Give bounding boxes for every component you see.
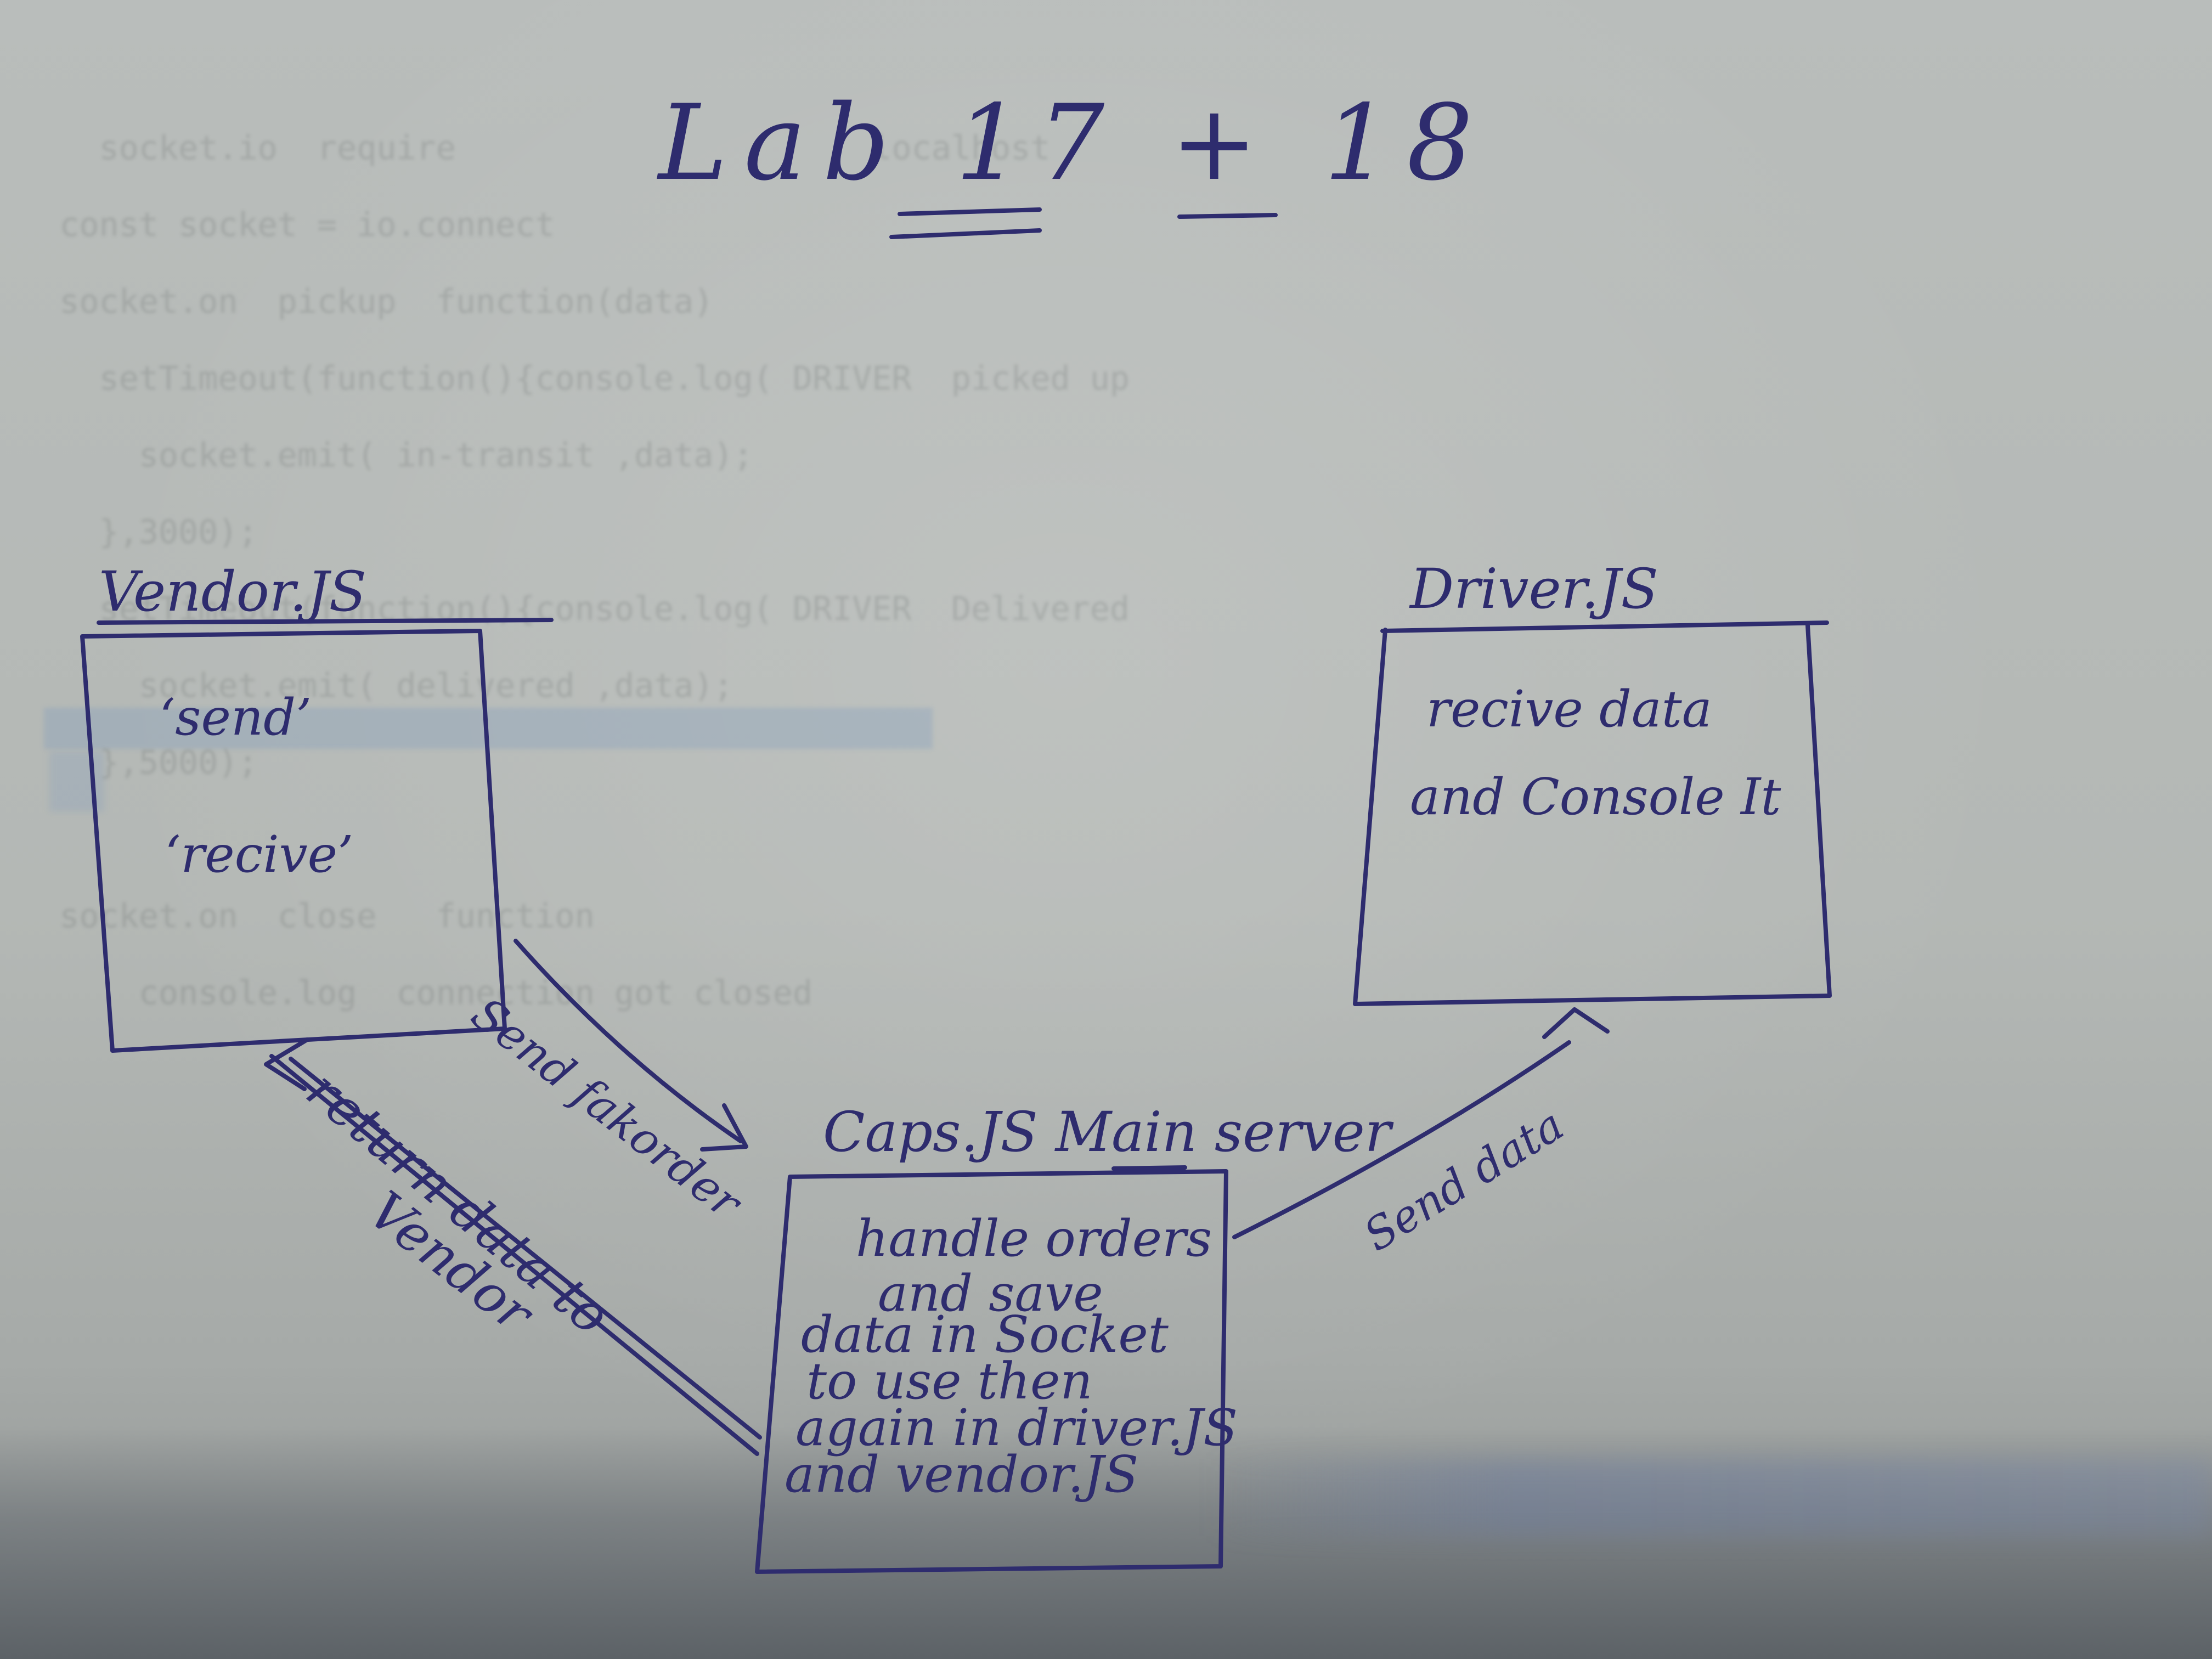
arrow-caps-to-driver <box>1232 1040 1571 1239</box>
diagram-title: Lab 17 + 18 <box>658 82 1489 204</box>
vendor-line-send: ‘send’ <box>159 688 312 747</box>
ghost-code-showthrough: socket.io require localhost const socket… <box>59 129 1130 1012</box>
caps-line-6: and vendor.JS <box>785 1445 1139 1504</box>
caps-line-2: and save <box>878 1264 1103 1323</box>
title-underline-17-b <box>889 228 1042 239</box>
taskbar-glow <box>1207 1459 2212 1536</box>
arrow-vendor-to-caps-head <box>700 1103 748 1152</box>
vendor-line-recive: ‘recive’ <box>165 825 354 884</box>
driver-line-2: and Console It <box>1410 768 1781 826</box>
arrow-caps-to-vendor <box>269 1054 762 1456</box>
driver-line-1: recive data <box>1426 680 1712 738</box>
vendor-label: Vendor.JS <box>99 560 367 624</box>
caps-line-4: to use then <box>806 1352 1093 1410</box>
caps-line-1: handle orders <box>856 1209 1212 1268</box>
caps-box <box>755 1165 1228 1574</box>
monitor-edge <box>0 1426 2212 1659</box>
title-underline-18 <box>1177 213 1278 219</box>
arrow-vendor-to-caps <box>514 939 743 1143</box>
caps-line-3: data in Socket <box>801 1305 1169 1364</box>
vendor-box <box>80 618 554 1053</box>
arrow-caps-to-driver-head <box>1542 1007 1610 1039</box>
driver-label: Driver.JS <box>1410 557 1658 621</box>
title-underline-17-a <box>898 207 1042 216</box>
driver-box <box>1353 620 1832 1006</box>
caps-label: Caps.JS Main server <box>823 1100 1391 1164</box>
caps-line-5: again in driver.JS <box>795 1398 1238 1457</box>
arrow-caps-to-vendor-head <box>264 1037 309 1091</box>
